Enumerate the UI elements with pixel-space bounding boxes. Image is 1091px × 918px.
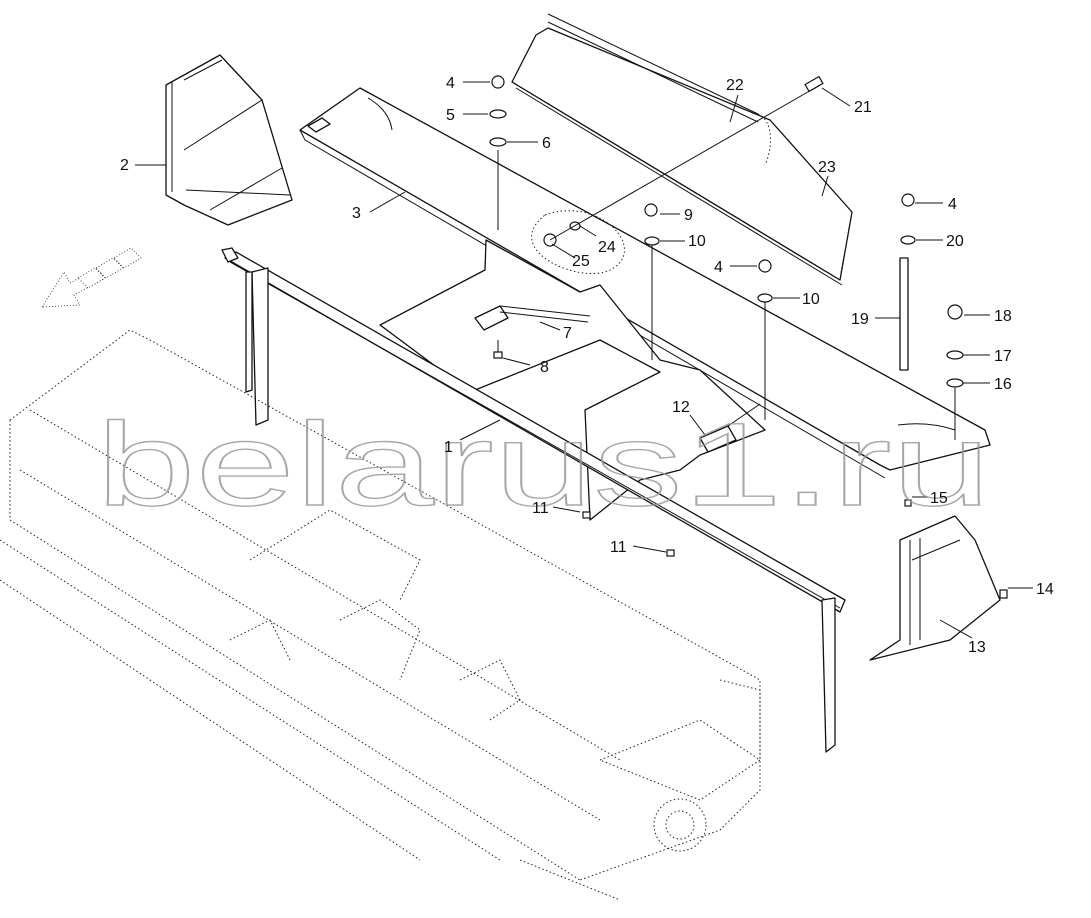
callout-25: 25 bbox=[572, 253, 590, 270]
callout-16: 16 bbox=[994, 376, 1012, 393]
callout-5: 5 bbox=[446, 107, 455, 124]
callout-13: 13 bbox=[968, 639, 986, 656]
callout-18: 18 bbox=[994, 308, 1012, 325]
callout-10-b: 10 bbox=[802, 291, 820, 308]
part-22-23-rear-flap bbox=[511, 13, 853, 286]
callout-11-a: 11 bbox=[532, 500, 549, 517]
callout-4-right: 4 bbox=[948, 196, 957, 213]
callout-22: 22 bbox=[726, 77, 744, 94]
callout-15: 15 bbox=[930, 490, 948, 507]
callout-6: 6 bbox=[542, 135, 551, 152]
leader-lines bbox=[135, 81, 1033, 639]
callout-17: 17 bbox=[994, 348, 1012, 365]
part-2-left-shield bbox=[165, 54, 293, 226]
callout-14: 14 bbox=[1036, 581, 1054, 598]
part-1-support-bar bbox=[221, 247, 846, 753]
callout-1: 1 bbox=[444, 439, 453, 456]
header-body bbox=[0, 329, 761, 901]
callout-23: 23 bbox=[818, 159, 836, 176]
callout-21: 21 bbox=[854, 99, 872, 116]
callout-2: 2 bbox=[120, 157, 129, 174]
callout-4-mid: 4 bbox=[714, 259, 723, 276]
callout-8: 8 bbox=[540, 359, 549, 376]
travel-direction-arrow bbox=[41, 247, 142, 308]
callout-12: 12 bbox=[672, 399, 690, 416]
callout-19: 19 bbox=[851, 311, 869, 328]
callout-9: 9 bbox=[684, 207, 693, 224]
callout-7: 7 bbox=[563, 325, 572, 342]
callout-24: 24 bbox=[598, 239, 616, 256]
callout-labels: 4 5 6 22 21 2 3 23 9 10 24 25 4 20 4 10 … bbox=[120, 75, 1054, 656]
part-13-right-shield bbox=[869, 515, 1001, 661]
callout-11-b: 11 bbox=[610, 539, 627, 556]
part-12-bracket bbox=[699, 403, 761, 453]
part-19-rod bbox=[899, 257, 909, 371]
part-7-bracket bbox=[474, 305, 591, 331]
callout-3: 3 bbox=[352, 205, 361, 222]
callout-10-a: 10 bbox=[688, 233, 706, 250]
callout-20: 20 bbox=[946, 233, 964, 250]
part-3-back-panel bbox=[379, 239, 766, 521]
callout-4-top: 4 bbox=[446, 75, 455, 92]
hardware-items bbox=[489, 75, 1008, 599]
watermark-text: belarus1.ru bbox=[96, 399, 991, 531]
